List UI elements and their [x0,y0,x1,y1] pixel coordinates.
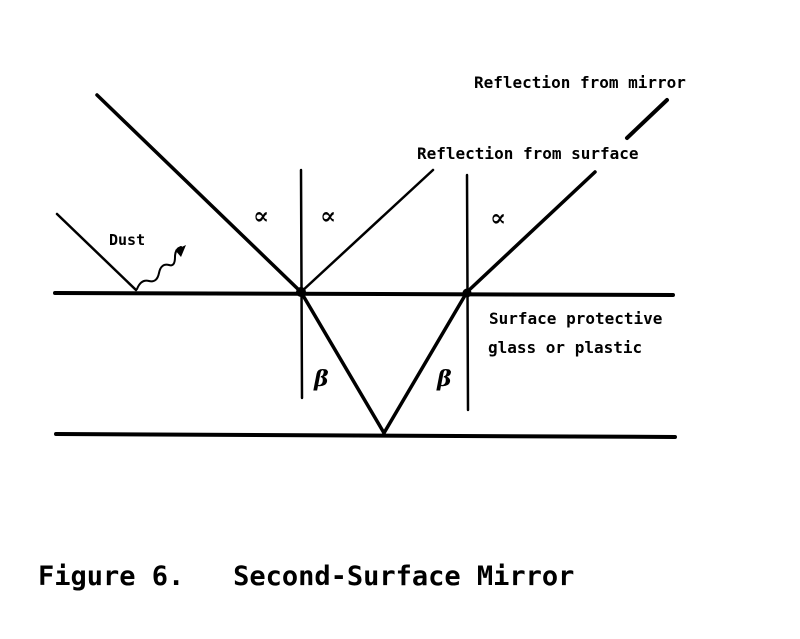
figure-caption: Figure 6. Second-Surface Mirror [38,561,574,592]
front-surface-line [53,291,675,297]
label-surface-line2: glass or plastic [488,338,642,357]
refracted-ray-up [382,290,469,435]
label-surface-line1: Surface protective [489,309,662,328]
dust-scatter-squiggle [136,246,182,290]
incidence-point-left [296,287,306,297]
alpha-incident-angle: ∝ [253,201,269,230]
label-reflection-mirror: Reflection from mirror [474,73,686,92]
incidence-point-right [462,288,472,298]
mirror-label-leader [625,98,669,140]
alpha-reflected-angle: ∝ [320,201,336,230]
beta-angle-left: β [313,366,329,392]
mirror-back-surface-line [54,432,677,439]
dust-incident-ray [55,212,138,292]
refracted-ray-down [299,290,386,435]
dust-arrowhead-icon [175,245,186,257]
normal-line-left [299,168,304,400]
incident-ray [95,93,303,294]
label-dust: Dust [109,231,145,249]
mirror-reflection-ray [465,170,597,294]
surface-reflection-ray [299,168,435,294]
label-reflection-surface: Reflection from surface [417,144,639,163]
alpha-mirror-angle: ∝ [490,203,506,232]
beta-angle-right: β [436,366,452,392]
